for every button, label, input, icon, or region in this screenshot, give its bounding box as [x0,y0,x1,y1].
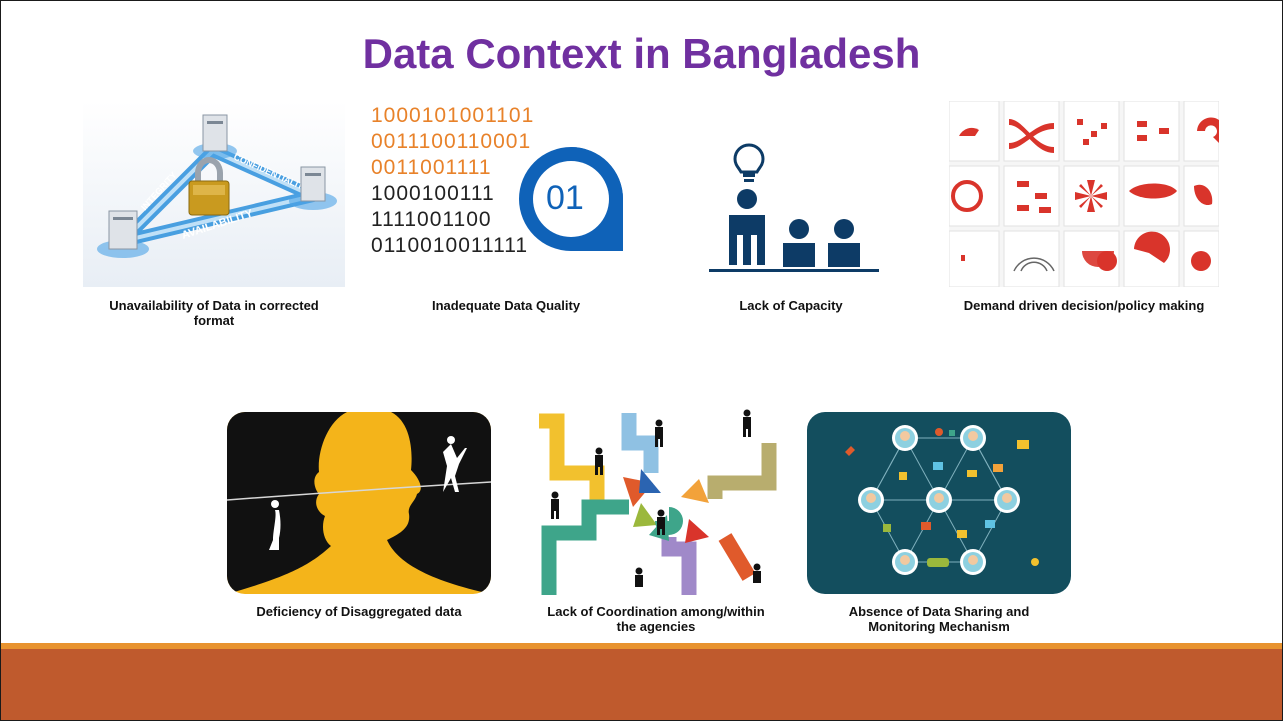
binary-line-4: 1000100111 [371,182,495,205]
presenter-audience-illustration [701,137,881,277]
converging-arrows-illustration [529,407,785,595]
binary-line-1: 1000101001101 [371,104,535,127]
item-demand-driven: Demand driven decision/policy making [961,298,1207,332]
item-data-quality: Inadequate Data Quality [386,298,626,318]
footer-accent-line [1,643,1282,649]
slide-title: Data Context in Bangladesh [362,30,921,77]
binary-data-illustration: 1000101001101 0011100110001 0011001111 1… [371,101,641,287]
caption-capacity: Lack of Capacity [739,298,843,313]
caption-data-sharing: Absence of Data Sharing and Monitoring M… [848,604,1030,634]
item-disaggregated: Deficiency of Disaggregated data [243,604,475,638]
caption-coordination: Lack of Coordination among/within the ag… [547,604,765,634]
item-data-sharing: Absence of Data Sharing and Monitoring M… [821,604,1057,638]
binary-line-2: 0011100110001 [371,130,532,153]
item-coordination: Lack of Coordination among/within the ag… [541,604,771,638]
security-triangle-illustration: INTEGRITY CONFIDENTIALITY AVAILABILITY [83,101,345,287]
binary-badge: 01 [546,179,584,217]
item-unavailability: Unavailability of Data in corrected form… [97,298,331,332]
caption-unavailability: Unavailability of Data in corrected form… [109,298,319,328]
caption-demand-driven: Demand driven decision/policy making [963,298,1205,313]
footer-band [1,649,1282,720]
chart-gallery-illustration [949,101,1219,287]
item-capacity: Lack of Capacity [691,298,891,318]
binary-line-3: 0011001111 [371,156,492,179]
binary-line-6: 0110010011111 [371,234,529,257]
caption-disaggregated: Deficiency of Disaggregated data [256,604,462,619]
silhouette-heads-illustration [227,412,491,594]
network-people-illustration [807,412,1071,594]
binary-line-5: 1111001100 [371,208,492,231]
caption-data-quality: Inadequate Data Quality [431,298,581,313]
